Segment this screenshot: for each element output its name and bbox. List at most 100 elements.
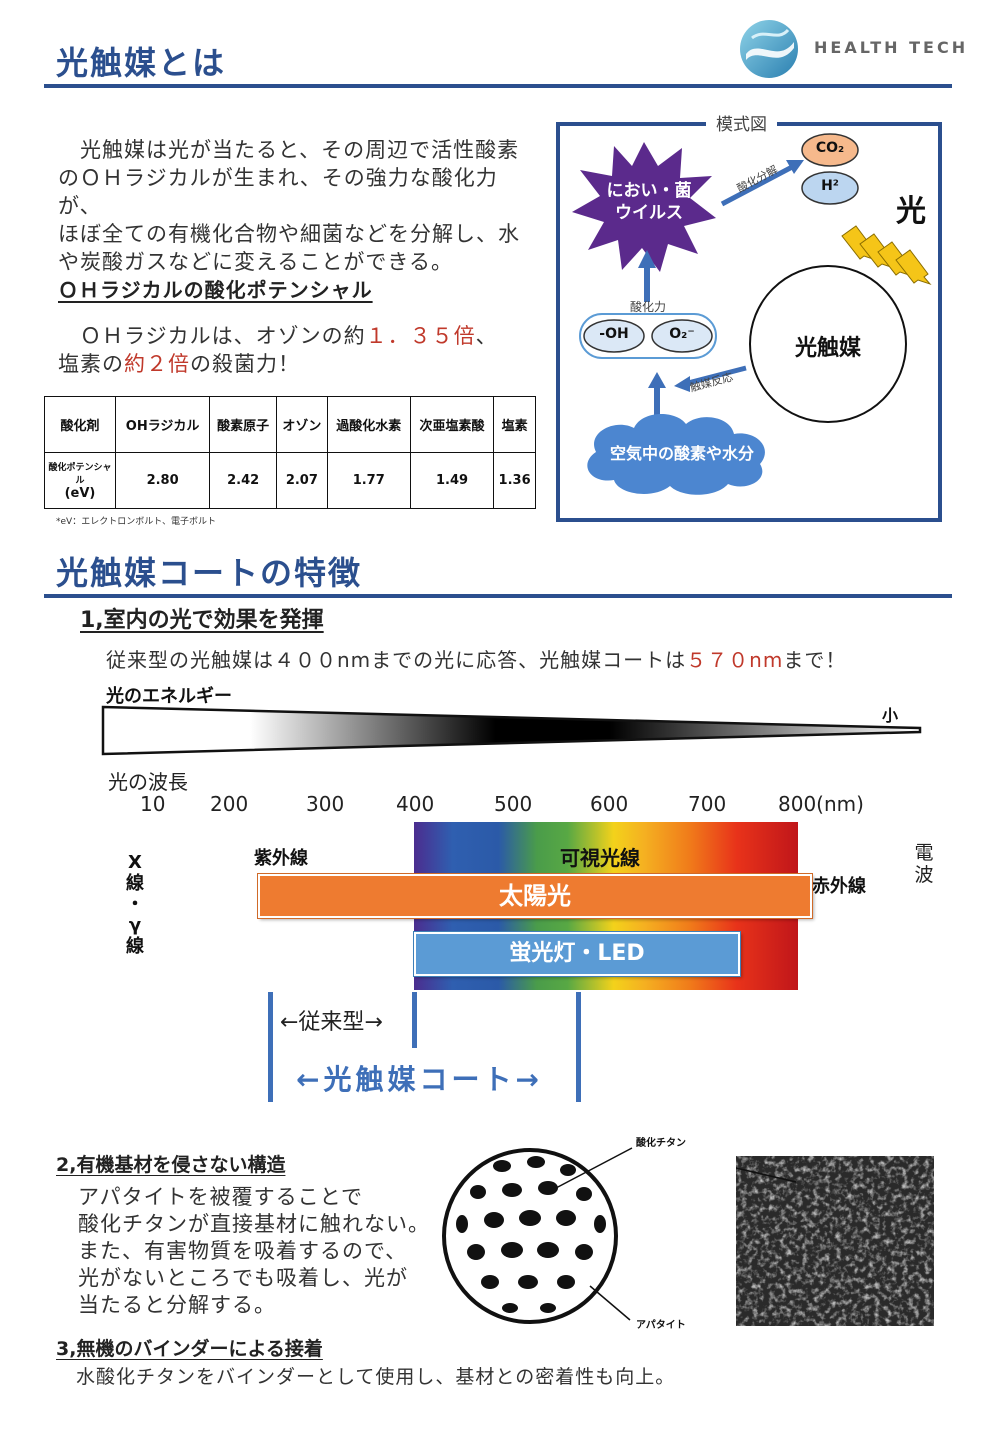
photocatalyst-circle [749,265,907,423]
potential-text-part: の殺菌力！ [190,352,300,376]
feature1-heading: 1,室内の光で効果を発揮 [80,608,324,633]
photocatalyst-label: 光触媒 [794,336,861,361]
oh-oval [583,319,645,353]
diagram-graphics [572,133,932,495]
table-cell: 1.49 [409,452,495,509]
arrow-from-cloud-head [648,372,666,388]
section1-rule [44,84,952,88]
xray-char: 線 [126,873,144,894]
odor-bacteria-star-shape [572,142,716,272]
feature1-highlight: ５７０nm [686,648,784,672]
feature2-line: 光がないところでも吸着し、光が [78,1266,408,1290]
potential-heading: ＯＨラジカルの酸化ポテンシャル [58,278,373,302]
table-header-cell: 塩素 [493,396,536,453]
intro-line: ほぼ全ての有機化合物や細菌などを分解し、水 [58,222,520,246]
table-footnote: *eV：エレクトロンボルト、電子ボルト [56,517,217,527]
feature3-text: 水酸化チタンをバインダーとして使用し、基材との密着性も向上。 [76,1366,676,1388]
star-line: におい・菌 [606,181,692,201]
energy-wedge [101,705,922,756]
sem-leader-line [736,1167,797,1183]
feature1-text: 従来型の光触媒は４００nmまでの光に応答、光触媒コートは５７０nmまで！ [106,644,846,673]
health-tech-logo-icon [738,18,800,80]
table-header-cell: 酸化剤 [44,396,116,453]
feature2-text: アパタイトを被覆することで 酸化チタンが直接基材に触れない。 また、有害物質を吸… [78,1184,430,1319]
energy-small-label: 小 [882,706,899,725]
potential-text-part: ＯＨラジカルは、オゾンの約 [58,324,366,348]
oh-label: -OH [599,326,629,342]
radio-char: 波 [914,864,934,886]
table-row-label: 酸化ポテンシャル(eV) [44,452,116,509]
decompose-arrow-shaft [720,163,796,207]
apatite-label: アパタイト [636,1320,686,1331]
table-cell: 1.36 [493,452,536,509]
h2-label: H² [821,178,839,194]
potential-ratio-ozone: １．３５倍 [365,324,476,348]
table-header-cell: 酸素原子 [209,396,278,453]
intro-line: や炭酸ガスなどに変えることができる。 [58,250,453,274]
tick-600: 600 [590,792,629,816]
titanium-particles [456,1156,606,1313]
reaction-arrow-shaft [683,365,747,387]
light-rays-icon [841,225,932,286]
tick-800: 800(nm) [778,792,864,816]
odor-bacteria-label: におい・菌 ウイルス [594,180,704,224]
xray-char: X [128,852,142,873]
section2-rule [44,594,952,598]
tick-500: 500 [494,792,533,816]
logo-text: HEALTH TECH [814,38,969,57]
sem-texture [736,1156,934,1326]
light-label: 光 [896,194,926,229]
feature2-line: アパタイトを被覆することで [78,1185,363,1209]
feature1-text-part: まで！ [783,648,847,672]
feature2-heading: 2,有機基材を侵さない構造 [56,1154,286,1176]
tick-10: 10 [140,792,166,816]
xray-char: ・ [126,894,144,915]
xray-char: γ [128,915,142,936]
visible-label: 可視光線 [560,846,640,870]
energy-label: 光のエネルギー [106,686,232,707]
wavelength-label: 光の波長 [108,770,188,794]
intro-paragraph: 光触媒は光が当たると、その周辺で活性酸素 のＯＨラジカルが生まれ、その強力な酸化… [58,136,538,276]
table-cell: 1.77 [326,452,411,509]
table-header-cell: オゾン [276,396,328,453]
intro-line: のＯＨラジカルが生まれ、その強力な酸化力が、 [58,166,498,218]
tick-300: 300 [306,792,345,816]
table-cell: 2.80 [114,452,211,509]
oxidizing-power-label: 酸化力 [630,300,667,314]
feature2-line: 酸化チタンが直接基材に触れない。 [78,1212,430,1236]
decompose-arrow-head [786,160,804,174]
arrow-up-shaft [644,262,650,302]
potential-text-part: 塩素の [58,352,124,376]
energy-wedge-shape [101,705,922,756]
co2-oval [801,133,859,167]
table-header-row: 酸化剤 OHラジカル 酸素原子 オゾン 過酸化水素 次亜塩素酸 塩素 [44,396,536,453]
radio-wave-label: 電 波 [912,842,936,886]
conventional-range-label: ←従来型→ [280,1010,383,1035]
feature3-heading: 3,無機のバインダーによる接着 [56,1338,323,1360]
feature2-line: また、有害物質を吸着するので、 [78,1239,408,1263]
uv-label: 紫外線 [254,848,308,869]
table-cell: 2.07 [276,452,328,509]
table-row: 酸化ポテンシャル(eV) 2.80 2.42 2.07 1.77 1.49 1.… [44,452,536,509]
titanium-label: 酸化チタン [636,1138,686,1149]
star-line: ウイルス [615,203,683,223]
intro-line: 光触媒は光が当たると、その周辺で活性酸素 [58,138,520,162]
section2-title: 光触媒コートの特徴 [56,554,363,592]
titanium-leader-line [555,1147,633,1189]
arrow-up-head [638,250,656,268]
row-label-top: 酸化ポテンシャル [48,463,112,486]
feature2-line: 当たると分解する。 [78,1293,276,1317]
range-marker-570 [576,992,581,1102]
feature1-text-part: 従来型の光触媒は４００nmまでの光に応答、光触媒コートは [106,648,687,672]
radio-char: 電 [914,842,934,864]
arrow-from-cloud-shaft [654,384,660,420]
table-header-cell: 次亜塩素酸 [409,396,495,453]
apatite-leader-line [589,1285,631,1321]
page-title: 光触媒とは [56,44,227,82]
oxidation-potential-table: 酸化剤 OHラジカル 酸素原子 オゾン 過酸化水素 次亜塩素酸 塩素 酸化ポテン… [44,396,536,509]
co2-label: CO₂ [815,140,845,156]
tick-400: 400 [396,792,435,816]
apatite-sphere [442,1148,618,1324]
sunlight-bar: 太陽光 [258,874,812,918]
potential-ratio-chlorine: 約２倍 [124,352,190,376]
